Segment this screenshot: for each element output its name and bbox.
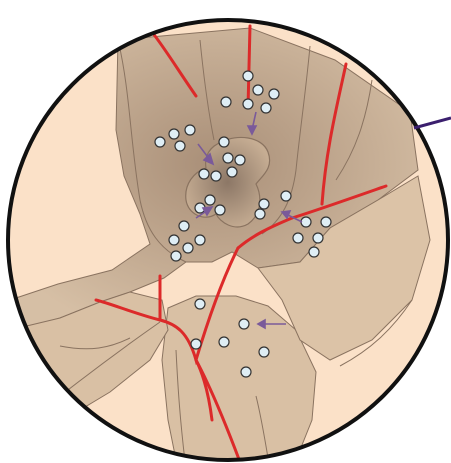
node (195, 235, 205, 245)
node (253, 85, 263, 95)
node (223, 153, 233, 163)
node (169, 129, 179, 139)
node (321, 217, 331, 227)
node (293, 233, 303, 243)
node (191, 339, 201, 349)
node (243, 99, 253, 109)
magnifier-pointer-line (414, 118, 451, 128)
node (169, 235, 179, 245)
vessel-top-center (248, 26, 250, 108)
node (243, 71, 253, 81)
node (241, 367, 251, 377)
node (211, 171, 221, 181)
node (215, 205, 225, 215)
node (227, 167, 237, 177)
node (269, 89, 279, 99)
node (313, 233, 323, 243)
node (239, 319, 249, 329)
node (309, 247, 319, 257)
node (259, 199, 269, 209)
node (235, 155, 245, 165)
node (219, 337, 229, 347)
node (261, 103, 271, 113)
node (183, 243, 193, 253)
node (255, 209, 265, 219)
node (179, 221, 189, 231)
node (171, 251, 181, 261)
node (301, 217, 311, 227)
node (205, 195, 215, 205)
node (221, 97, 231, 107)
node (155, 137, 165, 147)
node (185, 125, 195, 135)
node (259, 347, 269, 357)
node (195, 299, 205, 309)
node (175, 141, 185, 151)
node (219, 137, 229, 147)
node (281, 191, 291, 201)
node (199, 169, 209, 179)
